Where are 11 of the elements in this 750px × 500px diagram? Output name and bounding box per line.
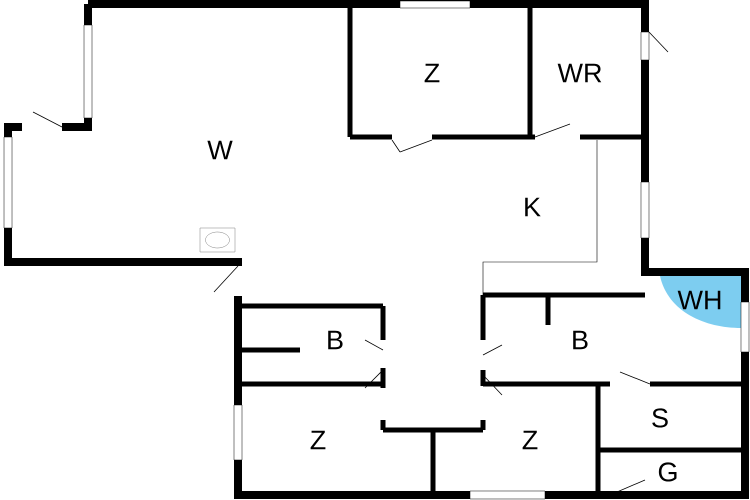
room-label: WR [558,64,602,82]
room-label: B [573,330,588,350]
room-label: S [652,408,668,428]
room-label: K [525,198,541,216]
room-label: W [207,140,233,160]
room-label: Z [522,430,538,450]
room-label: Z [424,64,440,82]
room-label: Z [310,430,326,450]
room-label: WH [678,290,720,310]
room-label: G [658,462,676,482]
room-label: B [328,330,343,350]
